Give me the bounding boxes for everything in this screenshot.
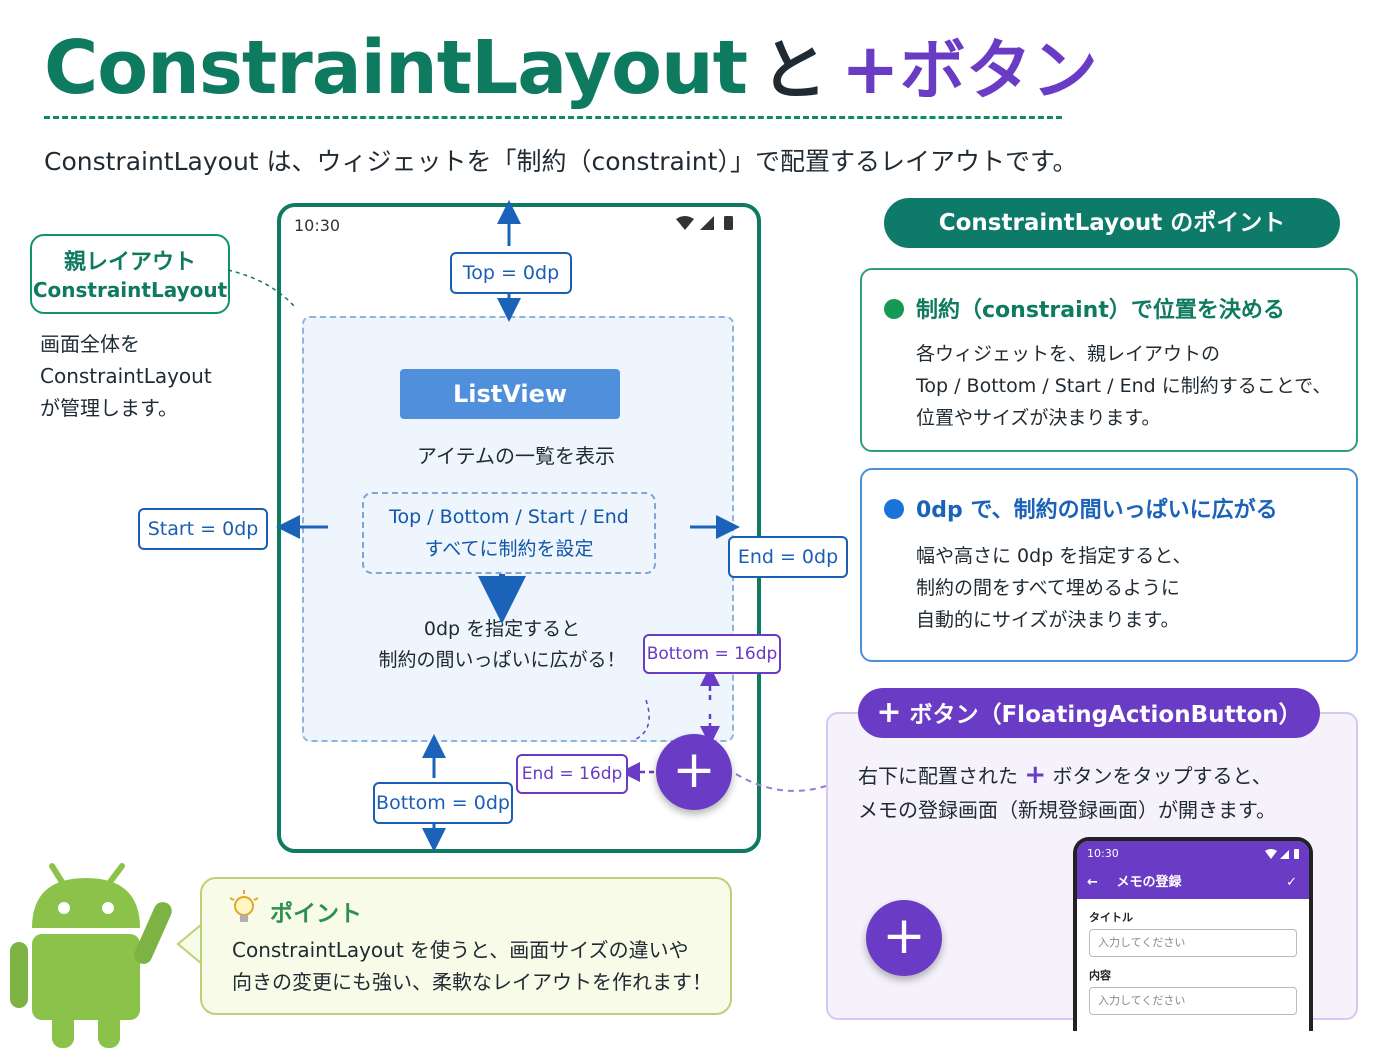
fab-desc-text: 右下に配置された (858, 764, 1018, 788)
mini-screen-title: メモの登録 (1116, 875, 1182, 890)
parent-layout-label: 親レイアウト ConstraintLayout (30, 234, 230, 314)
point-card-line: Top / Bottom / Start / End に制約することで、 (916, 375, 1332, 397)
parent-label-en: ConstraintLayout (32, 278, 228, 302)
title-main: ConstraintLayout (44, 25, 748, 111)
point-card-body: 各ウィジェットを、親レイアウトの Top / Bottom / Start / … (916, 338, 1356, 434)
listview-label: ListView (400, 369, 620, 419)
point-card-line: 制約の間をすべて埋めるように (916, 577, 1180, 599)
status-time: 10:30 (294, 216, 341, 235)
plus-icon: + (1024, 760, 1047, 790)
subtitle: ConstraintLayout は、ウィジェットを「制約（constraint… (44, 147, 1078, 176)
constraint-all-box: Top / Bottom / Start / End すべてに制約を設定 (362, 492, 656, 574)
zero-dp-description: 0dp を指定すると 制約の間いっぱいに広がる！ (302, 614, 702, 676)
mini-app-bar: ← メモの登録 ✓ (1077, 867, 1309, 899)
android-robot-icon (10, 863, 172, 1048)
title-button: ボタン (899, 32, 1098, 109)
wifi-signal-battery-icon (676, 216, 733, 230)
point-card-title: 制約（constraint）で位置を決める (916, 298, 1285, 323)
constraint-all-label: すべてに制約を設定 (424, 538, 594, 560)
fab-panel-description: 右下に配置された + ボタンをタップすると、 メモの登録画面（新規登録画面）が開… (858, 758, 1276, 827)
constraint-sides: Top / Bottom / Start / End (389, 506, 629, 528)
point-card-0dp: 0dp で、制約の間いっぱいに広がる 幅や高さに 0dp を指定すると、 制約の… (860, 468, 1358, 662)
point-card-line: 自動的にサイズが決まります。 (916, 609, 1180, 631)
tag-fab-end-16dp: End = 16dp (516, 754, 628, 794)
point-card-body: 幅や高さに 0dp を指定すると、 制約の間をすべて埋めるように 自動的にサイズ… (916, 540, 1356, 636)
parent-label-jp: 親レイアウト (63, 250, 196, 275)
point-card-line: 幅や高さに 0dp を指定すると、 (916, 545, 1192, 567)
tag-top-0dp: Top = 0dp (450, 252, 572, 294)
tip-line: 向きの変更にも強い、柔軟なレイアウトを作れます！ (232, 970, 712, 994)
tip-title: ポイント (270, 901, 362, 927)
title-plus: + (841, 28, 900, 110)
back-arrow-icon[interactable]: ← (1087, 875, 1098, 890)
tag-fab-bottom-16dp: Bottom = 16dp (643, 634, 781, 674)
parent-desc-line: が管理します。 (40, 396, 178, 420)
points-header: ConstraintLayout のポイント (884, 198, 1340, 248)
point-card-title-row: 制約（constraint）で位置を決める (884, 292, 1356, 324)
point-card-line: 各ウィジェットを、親レイアウトの (916, 343, 1221, 365)
point-card-title: 0dp で、制約の間いっぱいに広がる (916, 498, 1278, 523)
mini-title-input[interactable]: 入力してください (1089, 929, 1297, 957)
tip-box (200, 877, 732, 1015)
green-dot-icon (884, 299, 904, 319)
mini-content-input[interactable]: 入力してください (1089, 987, 1297, 1015)
parent-desc-line: ConstraintLayout (40, 364, 212, 388)
point-card-line: 位置やサイズが決まります。 (916, 407, 1161, 429)
plus-icon: + (876, 695, 902, 730)
check-icon[interactable]: ✓ (1286, 875, 1297, 890)
zero-desc-line: 制約の間いっぱいに広がる！ (378, 649, 626, 671)
blue-dot-icon (884, 499, 904, 519)
fab-panel-header: + ボタン（FloatingActionButton） (858, 688, 1320, 738)
tag-start-0dp: Start = 0dp (138, 508, 268, 550)
mini-label-content: 内容 (1089, 969, 1111, 982)
point-card-constraint: 制約（constraint）で位置を決める 各ウィジェットを、親レイアウトの T… (860, 268, 1358, 452)
tip-bubble-tail (176, 923, 203, 965)
title-divider (44, 116, 1062, 119)
fab-panel-header-label: ボタン（FloatingActionButton） (909, 702, 1302, 728)
mini-time: 10:30 (1087, 847, 1119, 860)
fab-button-example[interactable]: + (866, 900, 942, 976)
tip-body: ConstraintLayout を使うと、画面サイズの違いや 向きの変更にも強… (232, 934, 712, 998)
lightbulb-icon (229, 890, 259, 922)
point-card-title-row: 0dp で、制約の間いっぱいに広がる (884, 492, 1356, 524)
tag-end-0dp: End = 0dp (728, 536, 848, 578)
tip-line: ConstraintLayout を使うと、画面サイズの違いや (232, 938, 689, 962)
listview-description: アイテムの一覧を表示 (417, 444, 615, 468)
memo-register-screen: 10:30 ← メモの登録 ✓ タイトル 入力してください 内容 入力してくださ… (1073, 837, 1313, 1031)
mini-status-icons (1265, 849, 1299, 859)
zero-desc-line: 0dp を指定すると (423, 618, 581, 640)
fab-desc-line: メモの登録画面（新規登録画面）が開きます。 (858, 798, 1276, 822)
tag-bottom-0dp: Bottom = 0dp (373, 782, 513, 824)
fab-desc-text: ボタンをタップすると、 (1052, 764, 1272, 788)
parent-desc-line: 画面全体を (40, 332, 140, 356)
fab-button[interactable]: + (656, 734, 732, 810)
mini-status-bar: 10:30 (1077, 841, 1309, 867)
parent-description: 画面全体を ConstraintLayout が管理します。 (40, 328, 212, 424)
status-icons (674, 214, 738, 236)
mini-label-title: タイトル (1089, 911, 1133, 924)
title-and: と (761, 32, 828, 109)
